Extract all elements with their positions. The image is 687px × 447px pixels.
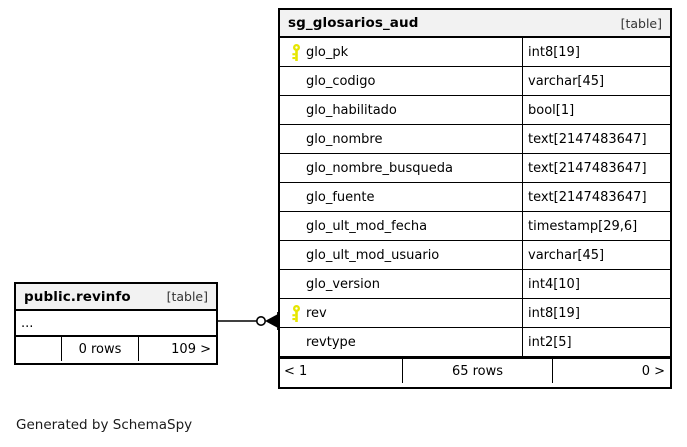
column-name: rev	[306, 305, 327, 321]
column-name-cell: glo_codigo	[280, 67, 522, 95]
key-icon-placeholder	[286, 183, 306, 211]
entity-type-label: [table]	[620, 15, 662, 31]
column-row[interactable]: glo_nombre_busqueda text[2147483647]	[280, 154, 670, 183]
key-icon-placeholder	[286, 96, 306, 124]
key-icon-placeholder	[286, 212, 306, 240]
column-row[interactable]: glo_pk int8[19]	[280, 38, 670, 67]
key-icon-placeholder	[286, 125, 306, 153]
footer-parent-count[interactable]: < 1	[284, 363, 308, 379]
footer-parent-count[interactable]	[16, 337, 61, 361]
column-type: text[2147483647]	[528, 189, 647, 205]
footer-row-count: 65 rows	[402, 359, 552, 383]
column-type-cell: varchar[45]	[522, 67, 670, 95]
entity-header: sg_glosarios_aud [table]	[280, 10, 670, 38]
column-name-cell: revtype	[280, 328, 522, 356]
column-name: glo_version	[306, 276, 380, 292]
column-type-cell: int8[19]	[522, 299, 670, 327]
column-type-cell: int2[5]	[522, 328, 670, 356]
column-name-cell: glo_ult_mod_fecha	[280, 212, 522, 240]
column-name-cell: glo_nombre_busqueda	[280, 154, 522, 182]
relationship-connector	[216, 312, 279, 330]
entity-table-public-revinfo[interactable]: public.revinfo [table] ... 0 rows 109 >	[14, 282, 218, 365]
column-name-cell: glo_nombre	[280, 125, 522, 153]
column-type: varchar[45]	[528, 247, 605, 263]
column-type: int8[19]	[528, 44, 580, 60]
column-name: glo_ult_mod_fecha	[306, 218, 428, 234]
column-type: int4[10]	[528, 276, 580, 292]
column-type-cell: text[2147483647]	[522, 183, 670, 211]
column-type-cell: varchar[45]	[522, 241, 670, 269]
column-row[interactable]: glo_nombre text[2147483647]	[280, 125, 670, 154]
entity-header: public.revinfo [table]	[16, 284, 216, 311]
footer-child-count[interactable]: 0 >	[552, 359, 670, 383]
column-name: glo_ult_mod_usuario	[306, 247, 440, 263]
column-type-cell: text[2147483647]	[522, 125, 670, 153]
key-icon-placeholder	[286, 328, 306, 356]
column-row[interactable]: revtype int2[5]	[280, 328, 670, 357]
column-name: glo_nombre_busqueda	[306, 160, 453, 176]
column-name: revtype	[306, 334, 356, 350]
column-name-cell: glo_pk	[280, 38, 522, 66]
column-type: varchar[45]	[528, 73, 605, 89]
column-type: int8[19]	[528, 305, 580, 321]
column-type: timestamp[29,6]	[528, 218, 638, 234]
column-row[interactable]: glo_codigo varchar[45]	[280, 67, 670, 96]
column-name: glo_codigo	[306, 73, 376, 89]
entity-table-sg-glosarios-aud[interactable]: sg_glosarios_aud [table] glo_pk int8[19]	[278, 8, 672, 389]
entity-footer: 0 rows 109 >	[16, 336, 216, 361]
column-name-cell: rev	[280, 299, 522, 327]
column-name-cell: glo_ult_mod_usuario	[280, 241, 522, 269]
column-name-cell: glo_habilitado	[280, 96, 522, 124]
column-type-cell: int8[19]	[522, 38, 670, 66]
column-row[interactable]: glo_ult_mod_usuario varchar[45]	[280, 241, 670, 270]
key-icon-placeholder	[286, 154, 306, 182]
primary-key-icon	[286, 299, 306, 327]
column-row[interactable]: glo_habilitado bool[1]	[280, 96, 670, 125]
entity-type-label: [table]	[166, 289, 208, 304]
column-row[interactable]: glo_ult_mod_fecha timestamp[29,6]	[280, 212, 670, 241]
column-type: text[2147483647]	[528, 160, 647, 176]
entity-footer: < 1 65 rows 0 >	[280, 357, 670, 383]
key-icon-placeholder	[286, 67, 306, 95]
key-icon-placeholder	[286, 241, 306, 269]
column-row[interactable]: glo_fuente text[2147483647]	[280, 183, 670, 212]
column-name-cell: glo_version	[280, 270, 522, 298]
column-row[interactable]: glo_version int4[10]	[280, 270, 670, 299]
column-type: text[2147483647]	[528, 131, 647, 147]
column-row-rev[interactable]: rev int8[19]	[280, 299, 670, 328]
column-type-cell: int4[10]	[522, 270, 670, 298]
footer-row-count: 0 rows	[61, 337, 138, 361]
column-type-cell: bool[1]	[522, 96, 670, 124]
footer-child-count[interactable]: 109 >	[138, 337, 216, 361]
generated-by-caption: Generated by SchemaSpy	[16, 417, 193, 433]
column-name: glo_habilitado	[306, 102, 397, 118]
entity-title: sg_glosarios_aud	[288, 15, 419, 31]
column-name: glo_fuente	[306, 189, 375, 205]
column-type-cell: timestamp[29,6]	[522, 212, 670, 240]
primary-key-icon	[286, 38, 306, 66]
collapsed-columns-ellipsis[interactable]: ...	[16, 311, 216, 336]
column-name: glo_pk	[306, 44, 349, 60]
column-type: int2[5]	[528, 334, 572, 350]
entity-title: public.revinfo	[24, 288, 131, 305]
column-type-cell: text[2147483647]	[522, 154, 670, 182]
column-type: bool[1]	[528, 102, 575, 118]
column-name-cell: glo_fuente	[280, 183, 522, 211]
column-name: glo_nombre	[306, 131, 383, 147]
key-icon-placeholder	[286, 270, 306, 298]
